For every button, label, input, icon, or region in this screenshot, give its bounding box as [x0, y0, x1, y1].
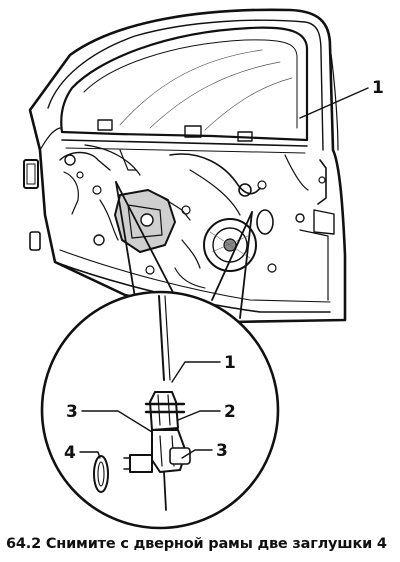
door-inner-panel — [59, 144, 309, 289]
callout-3-upper-part: 3 — [66, 402, 78, 422]
callout-1-cable: 1 — [224, 353, 236, 373]
detail-magnifier — [40, 290, 280, 530]
figure-caption: 64.2 Снимите с дверной рамы две заглушки… — [6, 536, 387, 552]
callout-leaders — [79, 87, 369, 459]
callout-4-plug: 4 — [64, 443, 76, 463]
door-outline — [23, 8, 347, 324]
callout-1-door-window: 1 — [372, 78, 384, 98]
technical-illustration: 1 1 2 3 3 4 — [23, 8, 384, 530]
callout-2-clip: 2 — [224, 402, 236, 422]
callout-3-lower-part: 3 — [216, 441, 228, 461]
